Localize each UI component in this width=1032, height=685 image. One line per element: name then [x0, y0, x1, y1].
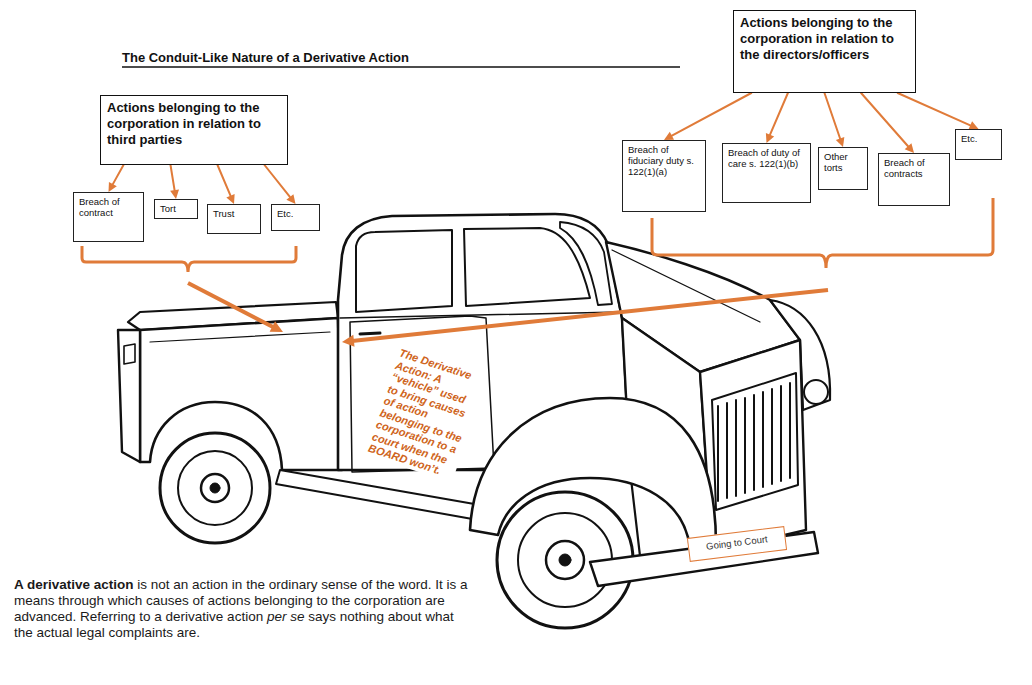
arrow-head [664, 132, 674, 140]
door-window [464, 228, 590, 306]
connector [825, 93, 845, 147]
category-box: Actions belonging to the corporation in … [733, 10, 916, 93]
box-text: Etc. [277, 208, 314, 219]
tyre [160, 433, 270, 543]
bed-side [140, 318, 342, 470]
rim [178, 451, 252, 525]
title: The Conduit-Like Nature of a Derivative … [122, 50, 409, 65]
hub [201, 474, 229, 502]
box-text: Actions belonging to the corporation in … [740, 15, 909, 63]
connector-line [770, 93, 788, 135]
connector-line [825, 93, 841, 138]
truck [118, 214, 830, 628]
rear-wheel [160, 433, 270, 543]
arrow-head [342, 335, 355, 347]
grille-bars [718, 383, 790, 501]
box-text: Breach of duty of care s. 122(1)(b) [728, 147, 805, 169]
arrow-head [170, 189, 179, 199]
box-text: Going to Court [694, 532, 779, 554]
connector-line [672, 93, 751, 136]
arrow-head [270, 321, 283, 332]
bracket [82, 246, 296, 272]
claim-box: Breach of duty of care s. 122(1)(b) [722, 143, 811, 203]
vehicle-caption: The Derivative Action: A “vehicle” used … [365, 345, 488, 482]
tail-light [124, 344, 135, 364]
note-term: per se [267, 609, 305, 624]
connector [109, 165, 124, 192]
box-text: Tort [160, 203, 192, 214]
tailgate [118, 330, 140, 462]
hub-cap [559, 554, 571, 566]
explanatory-note: A derivative action is not an action in … [14, 577, 476, 641]
title-rule [122, 66, 680, 67]
connector-line [113, 165, 124, 184]
box-text: Etc. [961, 133, 996, 144]
claim-box: Etc. [271, 204, 320, 231]
leader-arrow [188, 283, 273, 327]
front-fender [470, 398, 716, 548]
note-lead: A derivative action [14, 577, 134, 592]
connector [664, 93, 751, 140]
box-text: Trust [213, 208, 255, 219]
claim-box: Etc. [955, 129, 1002, 160]
arrow-head [766, 133, 774, 143]
connector [898, 93, 979, 129]
connector [170, 165, 179, 199]
hub [546, 541, 584, 579]
box-text: Breach of fiduciary duty s. 122(1)(a) [628, 144, 700, 177]
category-box: Actions belonging to the corporation in … [100, 95, 288, 165]
connector [265, 165, 296, 204]
title-block: The Conduit-Like Nature of a Derivative … [122, 50, 409, 65]
arrow-head [109, 182, 117, 192]
claim-box: Trust [207, 204, 261, 234]
headlight [804, 380, 828, 404]
arrow-head [226, 194, 234, 204]
box-text: Breach of contract [79, 196, 138, 218]
claim-box: Tort [154, 199, 198, 219]
connector-line [171, 165, 175, 190]
arrow-head [836, 137, 845, 147]
connector-line [265, 165, 290, 197]
arrow-head [905, 143, 914, 153]
claim-box: Breach of contracts [878, 153, 950, 206]
connector-line [218, 165, 231, 196]
claim-box: Breach of contract [73, 192, 144, 242]
arrow-head [286, 194, 295, 204]
connector-line [898, 93, 971, 125]
bed-crease [150, 332, 330, 342]
claim-box: Other torts [818, 147, 868, 190]
hub-cap [210, 483, 220, 493]
windshield [560, 222, 612, 305]
box-text: Breach of contracts [884, 157, 944, 179]
connector-line [861, 93, 908, 146]
claim-box: Breach of fiduciary duty s. 122(1)(a) [622, 140, 706, 212]
rear-window [356, 230, 452, 312]
connector [861, 93, 914, 153]
connector [766, 93, 788, 143]
vehicle-caption-text: The Derivative Action: A “vehicle” used … [367, 347, 473, 477]
connector [218, 165, 235, 204]
leader-arrow [352, 290, 828, 341]
grille-frame [712, 373, 798, 510]
door-handle [360, 333, 380, 334]
box-text: Other torts [824, 151, 862, 173]
licence-plate: Going to Court [687, 526, 787, 562]
box-text: Actions belonging to the corporation in … [107, 100, 281, 148]
